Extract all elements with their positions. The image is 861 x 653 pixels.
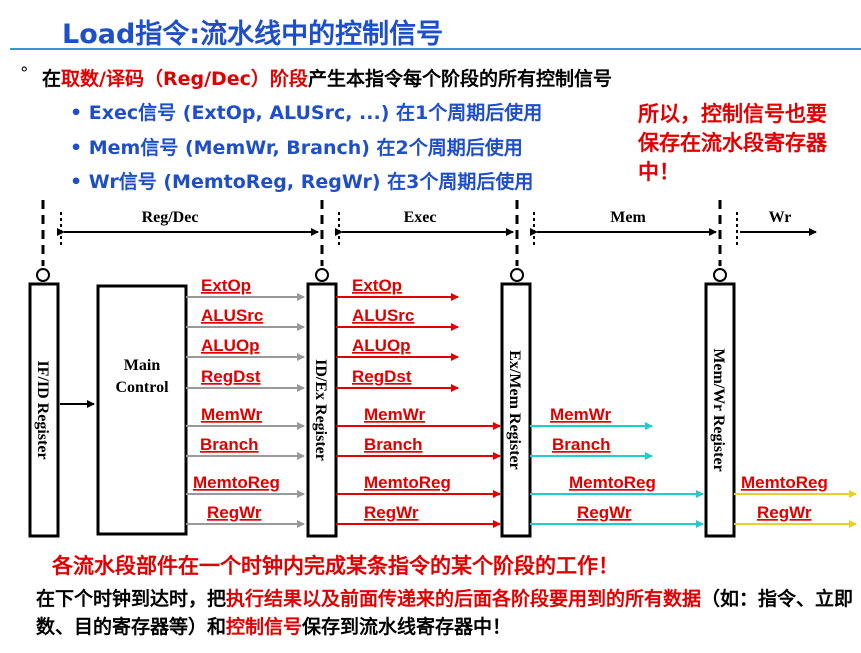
intro-line: 在取数/译码（Reg/Dec）阶段产生本指令每个阶段的所有控制信号 <box>42 64 612 91</box>
clock-lines <box>41 200 722 266</box>
title-divider <box>10 48 861 50</box>
wr-signal-line: • Wr信号 (MemtoReg, RegWr) 在3个周期后使用 <box>70 171 534 193</box>
summary2-part1: 在下个时钟到达时，把 <box>36 588 227 610</box>
side-note: 所以，控制信号也要保存在流水段寄存器中！ <box>638 102 827 184</box>
label-idex-branch: Branch <box>364 435 423 454</box>
intro-part2: 取数/译码（Reg/Dec）阶段 <box>61 68 308 90</box>
label-idex-alusrc: ALUSrc <box>352 306 414 325</box>
summary-line-2: 在下个时钟到达时，把执行结果以及前面传递来的后面各阶段要用到的所有数据（如：指令… <box>36 585 856 641</box>
label-memwr-memtoreg: MemtoReg <box>741 473 828 492</box>
label-control-memwr: MemWr <box>201 405 262 424</box>
label-control-aluop: ALUOp <box>201 336 260 355</box>
stage-label-mem: Mem <box>610 209 646 226</box>
label-control-regdst: RegDst <box>201 367 261 386</box>
label-idex-memwr: MemWr <box>364 405 425 424</box>
label-exmem-branch: Branch <box>552 435 611 454</box>
bullet-marker: ° <box>20 64 29 84</box>
stage-label-regdec: Reg/Dec <box>142 209 199 226</box>
label-idex-regdst: RegDst <box>352 367 412 386</box>
summary1-part2: 某条指令的某个阶段的工作！ <box>346 554 619 578</box>
idex-register <box>306 282 338 538</box>
label-idex-aluop: ALUOp <box>352 336 411 355</box>
mem-signal-line: • Mem信号 (MemWr, Branch) 在2个周期后使用 <box>70 137 523 159</box>
stage-label-wr: Wr <box>769 209 792 226</box>
intro-part1: 在 <box>42 68 62 90</box>
summary-line-1: 各流水段部件在一个时钟内完成某条指令的某个阶段的工作！ <box>52 550 619 580</box>
idex-label: ID/Ex Register <box>312 359 329 461</box>
main-control-block <box>96 284 188 536</box>
ifid-label: IF/ID Register <box>34 360 51 459</box>
exmem-label: Ex/Mem Register <box>506 350 523 470</box>
label-control-extop: ExtOp <box>201 276 251 295</box>
summary1-part1: 各流水段部件在一个时钟内完成 <box>52 554 346 578</box>
label-idex-extop: ExtOp <box>352 276 402 295</box>
label-idex-regwr: RegWr <box>364 503 419 522</box>
label-control-regwr: RegWr <box>207 503 262 522</box>
label-exmem-memwr: MemWr <box>550 405 611 424</box>
clock-circles <box>36 268 727 282</box>
memwr-register <box>704 282 736 538</box>
exmem-register <box>500 282 532 538</box>
page-title: Load指令:流水线中的控制信号 <box>62 19 444 50</box>
label-control-memtoreg: MemtoReg <box>193 473 280 492</box>
label-control-alusrc: ALUSrc <box>201 306 263 325</box>
label-exmem-memtoreg: MemtoReg <box>569 473 656 492</box>
memwr-label: Mem/Wr Register <box>710 348 727 471</box>
intro-part3: 产生本指令每个阶段的所有控制信号 <box>307 68 612 90</box>
signal-lines <box>186 293 857 528</box>
stage-label-exec: Exec <box>404 209 437 226</box>
summary2-part3: （如：指令、立即数、目的寄存器等）和 <box>36 588 854 638</box>
label-idex-memtoreg: MemtoReg <box>364 473 451 492</box>
exec-signal-line: • Exec信号 (ExtOp, ALUSrc, ...) 在1个周期后使用 <box>70 102 543 124</box>
summary2-part5: 保存到流水线寄存器中！ <box>302 616 512 638</box>
label-control-branch: Branch <box>200 435 259 454</box>
main-control-text-box: Main Control <box>115 357 169 396</box>
summary2-part4: 控制信号 <box>226 616 303 638</box>
main-control-label: Main Control <box>115 357 169 396</box>
label-exmem-regwr: RegWr <box>577 503 632 522</box>
label-memwr-regwr: RegWr <box>757 503 812 522</box>
summary2-part2: 执行结果以及前面传递来的后面各阶段要用到的所有数据 <box>226 588 702 610</box>
ifid-register <box>28 282 60 538</box>
